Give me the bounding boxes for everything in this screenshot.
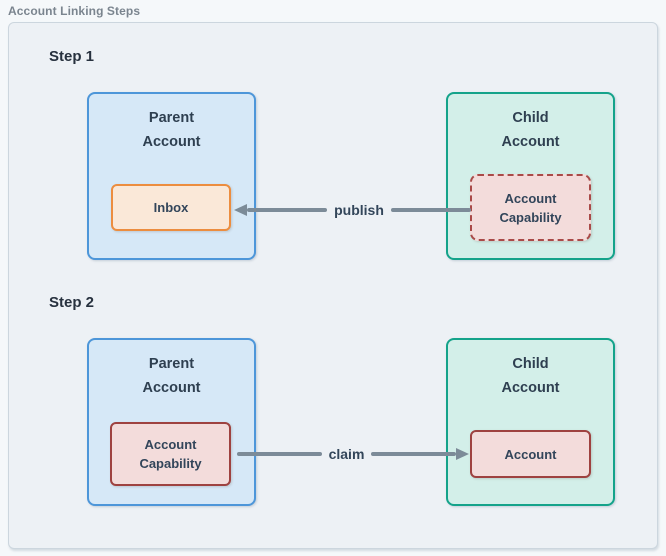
step2-parent-account-title: Parent Account — [142, 356, 201, 396]
step1-parent-account-title: Parent Account — [142, 110, 201, 150]
arrow-line — [390, 208, 471, 212]
step1-parent-account-box: Parent Account Inbox — [87, 92, 256, 260]
claim-arrow-label: claim — [328, 446, 365, 462]
step2-parent-account-box: Parent Account Account Capability — [87, 338, 256, 506]
step1-heading: Step 1 — [49, 48, 95, 65]
step2-account-node: Account — [470, 430, 591, 478]
step2-child-account-title: Child Account — [501, 356, 560, 396]
step2-account-capability-node: Account Capability — [110, 422, 231, 486]
arrowhead-left-icon — [234, 204, 247, 216]
arrow-line — [247, 208, 328, 212]
arrow-line — [371, 452, 456, 456]
diagram-container: Step 1 Parent Account Inbox Child Accoun… — [8, 22, 658, 549]
step2-child-account-box: Child Account Account — [446, 338, 615, 506]
figure-title: Account Linking Steps — [8, 4, 141, 18]
step1-inbox-node: Inbox — [111, 184, 231, 231]
arrowhead-right-icon — [456, 448, 469, 460]
step1-child-account-title: Child Account — [501, 110, 560, 150]
step2-heading: Step 2 — [49, 294, 95, 311]
claim-arrow: claim — [237, 444, 469, 464]
step1-account-capability-node: Account Capability — [470, 174, 591, 241]
publish-arrow-label: publish — [334, 202, 384, 218]
arrow-line — [237, 452, 322, 456]
publish-arrow: publish — [234, 200, 471, 220]
step1-child-account-box: Child Account Account Capability — [446, 92, 615, 260]
